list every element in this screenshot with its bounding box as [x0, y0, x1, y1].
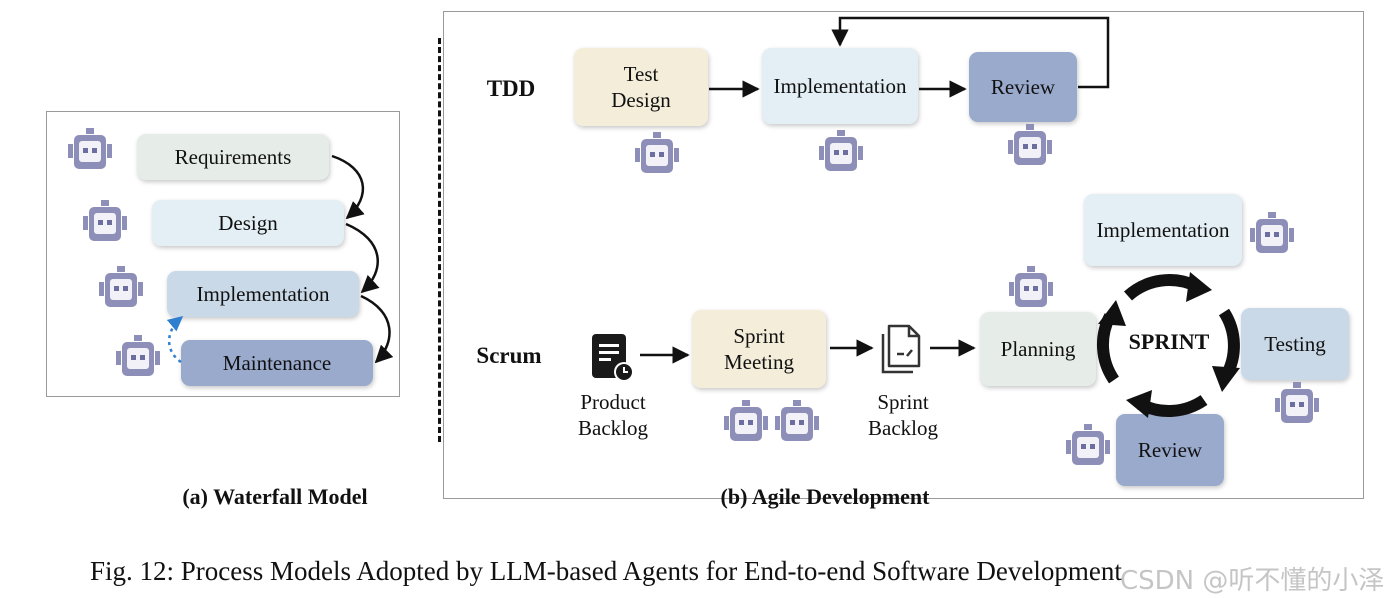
- waterfall-feedback-arrow: [166, 316, 184, 364]
- robot-agent-icon: [775, 400, 819, 441]
- robot-agent-icon: [83, 200, 127, 241]
- scrum-review-box: Review: [1116, 414, 1224, 486]
- robot-agent-icon: [116, 335, 160, 376]
- waterfall-requirements-box: Requirements: [137, 134, 329, 180]
- agile-caption: (b) Agile Development: [720, 484, 930, 509]
- robot-agent-icon: [819, 130, 863, 171]
- robot-agent-icon: [635, 132, 679, 173]
- tdd-review-box: Review: [969, 52, 1077, 122]
- watermark: CSDN @听不懂的小泽: [1120, 566, 1384, 596]
- robot-agent-icon: [1275, 382, 1319, 423]
- robot-agent-icon: [1009, 266, 1053, 307]
- waterfall-arrow-2: [345, 222, 380, 294]
- robot-agent-icon: [99, 266, 143, 307]
- sprint-backlog-label: Sprint Backlog: [868, 390, 938, 440]
- waterfall-caption: (a) Waterfall Model: [182, 484, 368, 509]
- waterfall-implementation-box: Implementation: [167, 271, 359, 317]
- tdd-test-design-box: Test Design: [574, 48, 708, 126]
- sprint-cycle-icon: [1096, 274, 1240, 418]
- tdd-label: TDD: [486, 76, 536, 101]
- scrum-planning-box: Planning: [980, 312, 1096, 386]
- figure-caption: Fig. 12: Process Models Adopted by LLM-b…: [90, 556, 1122, 586]
- tdd-loop-arrow: [831, 16, 1110, 89]
- scrum-implementation-box: Implementation: [1084, 194, 1242, 266]
- scrum-label: Scrum: [476, 343, 542, 368]
- dashed-separator: [438, 38, 441, 442]
- product-backlog-label: Product Backlog: [578, 390, 648, 440]
- robot-agent-icon: [724, 400, 768, 441]
- stacked-document-icon: [881, 324, 921, 374]
- waterfall-arrow-1: [331, 154, 365, 220]
- waterfall-arrow-3: [360, 294, 394, 364]
- robot-agent-icon: [1250, 212, 1294, 253]
- document-clock-icon: [592, 334, 634, 382]
- tdd-implementation-box: Implementation: [762, 48, 918, 124]
- sprint-label: SPRINT: [1128, 329, 1210, 354]
- sprint-cycle-arrowheads: [1098, 272, 1240, 418]
- robot-agent-icon: [1008, 124, 1052, 165]
- robot-agent-icon: [1066, 424, 1110, 465]
- waterfall-design-box: Design: [152, 200, 344, 246]
- waterfall-maintenance-box: Maintenance: [181, 340, 373, 386]
- scrum-sprint-meeting-box: Sprint Meeting: [692, 310, 826, 388]
- scrum-testing-box: Testing: [1241, 308, 1349, 380]
- robot-agent-icon: [68, 128, 112, 169]
